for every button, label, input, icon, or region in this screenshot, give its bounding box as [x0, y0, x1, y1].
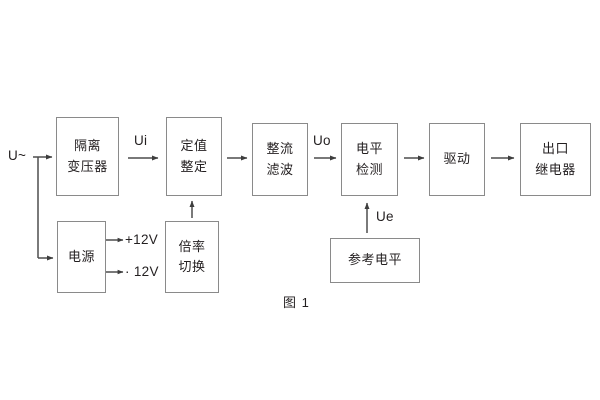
block-output-relay[interactable]: 出口 继电器 — [520, 123, 591, 196]
block-multiplier-switch[interactable]: 倍率 切换 — [165, 221, 219, 293]
block-label-line: 电平 — [355, 141, 383, 157]
block-reference-level[interactable]: 参考电平 — [330, 238, 420, 283]
block-power-supply[interactable]: 电源 — [57, 221, 106, 293]
block-label-line: 驱动 — [443, 151, 471, 167]
block-setting-value[interactable]: 定值 整定 — [166, 117, 222, 196]
block-label-line: 变压器 — [67, 158, 108, 174]
signal-label-ue: Ue — [376, 209, 394, 224]
signal-label-supply-negative: · 12V — [125, 264, 159, 279]
block-label-line: 继电器 — [535, 161, 576, 177]
signal-label-input-ac: U~ — [8, 148, 27, 163]
block-label-line: 检测 — [355, 161, 383, 177]
block-label-line: 定值 — [180, 138, 208, 154]
block-label-line: 滤波 — [266, 161, 294, 177]
block-rectify-filter[interactable]: 整流 滤波 — [252, 123, 308, 196]
block-label-line: 整定 — [180, 158, 208, 174]
block-label-line: 倍率 — [178, 238, 206, 254]
block-level-detection[interactable]: 电平 检测 — [341, 123, 398, 196]
figure-caption: 图 1 — [283, 295, 310, 310]
block-label-line: 电源 — [67, 248, 95, 264]
block-label-line: 整流 — [266, 141, 294, 157]
signal-label-uo: Uo — [313, 133, 331, 148]
block-label-line: 参考电平 — [347, 252, 402, 268]
block-label-line: 切换 — [178, 259, 206, 274]
block-drive[interactable]: 驱动 — [429, 123, 485, 196]
block-label-line: 出口 — [541, 141, 569, 157]
block-label-line: 隔离 — [73, 138, 101, 154]
block-isolation-transformer[interactable]: 隔离 变压器 — [56, 117, 119, 196]
signal-label-supply-positive: +12V — [125, 232, 159, 247]
signal-label-ui: Ui — [134, 133, 148, 148]
